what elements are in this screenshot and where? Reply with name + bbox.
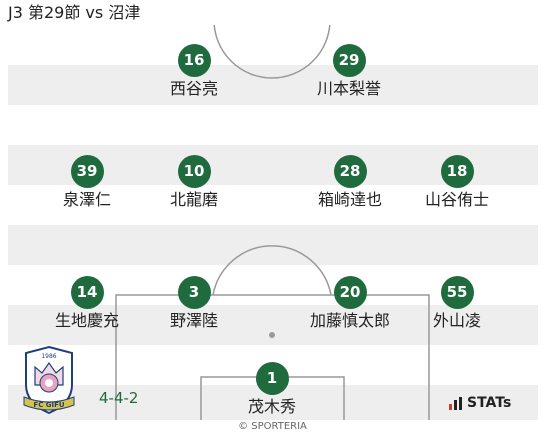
player-number: 16 [177,44,211,77]
pitch-stripe [8,105,538,145]
player[interactable]: 20 加藤慎太郎 [290,276,410,331]
player-number: 20 [333,276,367,309]
player-name: 茂木秀 [247,397,296,416]
player-name: 川本梨誉 [316,79,381,98]
player[interactable]: 16 西谷亮 [134,44,254,99]
player-name: 北龍磨 [169,190,218,209]
player-name: 泉澤仁 [62,190,111,209]
page-title: J3 第29節 vs 沼津 [8,3,141,22]
bar-chart-icon [449,397,462,410]
pitch-stripe [8,225,538,265]
player-name: 外山凌 [432,311,481,330]
player-number: 18 [440,155,474,188]
crest-year: 1986 [41,353,56,360]
player-name: 加藤慎太郎 [309,311,390,330]
player-number: 29 [332,44,366,77]
player[interactable]: 1 茂木秀 [212,362,332,417]
player-name: 野澤陸 [169,311,218,330]
pitch: 16 西谷亮 29 川本梨誉 39 泉澤仁 10 北龍磨 28 箱崎達也 18 … [8,25,538,420]
player-name: 西谷亮 [169,79,218,98]
penalty-spot [269,332,275,338]
player-number: 39 [70,155,104,188]
center-circle [213,25,331,79]
player-number: 14 [70,276,104,309]
pitch-stripe [8,305,538,345]
penalty-area [115,294,430,420]
player-number: 10 [177,155,211,188]
player-number: 3 [177,276,211,309]
player[interactable]: 28 箱崎達也 [290,155,410,210]
player[interactable]: 14 生地慶充 [27,276,147,331]
crest-text: FC GIFU [33,401,64,409]
player-number: 1 [255,362,289,395]
player[interactable]: 29 川本梨誉 [289,44,409,99]
pitch-stripe [8,185,538,225]
penalty-arc [212,245,332,296]
pitch-stripe [8,25,538,65]
fc-gifu-crest-icon: 1986 FC GIFU [23,345,75,415]
player[interactable]: 10 北龍磨 [134,155,254,210]
player-name: 箱崎達也 [317,190,382,209]
player-name: 生地慶充 [54,311,119,330]
player[interactable]: 39 泉澤仁 [27,155,147,210]
copyright: © SPORTERIA [238,421,307,432]
player[interactable]: 3 野澤陸 [134,276,254,331]
player[interactable]: 18 山谷侑士 [397,155,517,210]
player-number: 55 [440,276,474,309]
stats-label: STATs [467,395,512,411]
pitch-lines [115,25,430,420]
pitch-stripe [8,65,538,105]
player-name: 山谷侑士 [424,190,489,209]
stats-logo[interactable]: STATs [449,395,511,411]
player-number: 28 [333,155,367,188]
formation-label: 4-4-2 [99,389,139,407]
player[interactable]: 55 外山凌 [397,276,517,331]
